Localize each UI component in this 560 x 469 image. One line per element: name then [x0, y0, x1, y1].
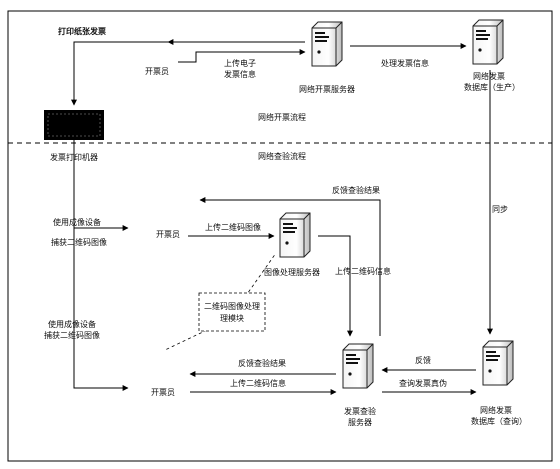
db-prod-label-2: 数据库（生产） [464, 82, 520, 92]
db-prod-label-1: 网络发票 [473, 71, 505, 81]
feedback-query-top-label: 反馈查验结果 [332, 185, 380, 195]
qr-module-label-1: 二维码图像处理 [204, 301, 260, 311]
upload-qr-info-mid-arrow [318, 235, 353, 337]
qr-module-box [198, 292, 266, 332]
image-server-icon [279, 212, 311, 258]
connector-lines [71, 39, 493, 395]
imaging-upper-label-2: 捕获二维码图像 [51, 237, 107, 247]
query-server-label-2: 服务器 [348, 417, 372, 427]
feedback-top-arrow [199, 197, 381, 336]
printer-slot [47, 113, 101, 137]
query-authenticity-label: 查询发票真伪 [399, 378, 447, 388]
print-path-down [71, 41, 168, 106]
printer-label: 发票打印机器 [50, 152, 98, 162]
process-invoice-label: 处理发票信息 [381, 58, 429, 68]
online-query-flow-label: 网络查验流程 [258, 151, 306, 161]
imaging-upper-label-1: 使用成像设备 [53, 217, 101, 227]
sync-label: 同步 [492, 205, 508, 214]
online-issuing-flow-label: 网络开票流程 [258, 112, 306, 122]
module-link-up [244, 252, 277, 298]
print-paper-invoice-label: 打印纸张发票 [58, 26, 106, 36]
query-server-label-1: 发票查验 [344, 406, 376, 416]
outer-frame [7, 10, 553, 462]
upload-qr-info-mid-label: 上传二维码信息 [335, 266, 391, 276]
db-query-label-2: 数据库（查询） [471, 416, 527, 426]
upload-qr-image-label: 上传二维码图像 [205, 222, 261, 232]
db-query-icon [482, 340, 514, 386]
issuer-bottom-label: 开票员 [151, 388, 175, 397]
module-link-down [164, 329, 208, 351]
qr-module-label-2: 理模块 [220, 313, 244, 323]
query-server-icon [342, 343, 374, 389]
feedback-query-bottom-label: 反馈查验结果 [238, 358, 286, 368]
upload-invoice-arrow [178, 49, 306, 63]
upload-electronic-label-1: 上传电子 [224, 58, 256, 68]
online-server-icon [311, 21, 343, 67]
invoice-printer [44, 110, 104, 140]
online-server-label: 网络开票服务器 [299, 84, 355, 94]
imaging-lower-label-2: 捕获二维码图像 [44, 330, 100, 340]
db-prod-icon [472, 19, 504, 65]
upload-qr-info-bottom-label: 上传二维码信息 [230, 378, 286, 388]
upload-electronic-label-2: 发票信息 [224, 69, 256, 79]
imaging-lower-label-1: 使用成像设备 [48, 319, 96, 329]
issuer-top-label: 开票员 [145, 67, 169, 76]
issuer-mid-label: 开票员 [156, 230, 180, 239]
image-server-label: 图像处理服务器 [264, 267, 320, 277]
db-query-label-1: 网络发票 [480, 405, 512, 415]
printer-down-line [73, 140, 129, 391]
feedback-label: 反馈 [415, 355, 431, 365]
